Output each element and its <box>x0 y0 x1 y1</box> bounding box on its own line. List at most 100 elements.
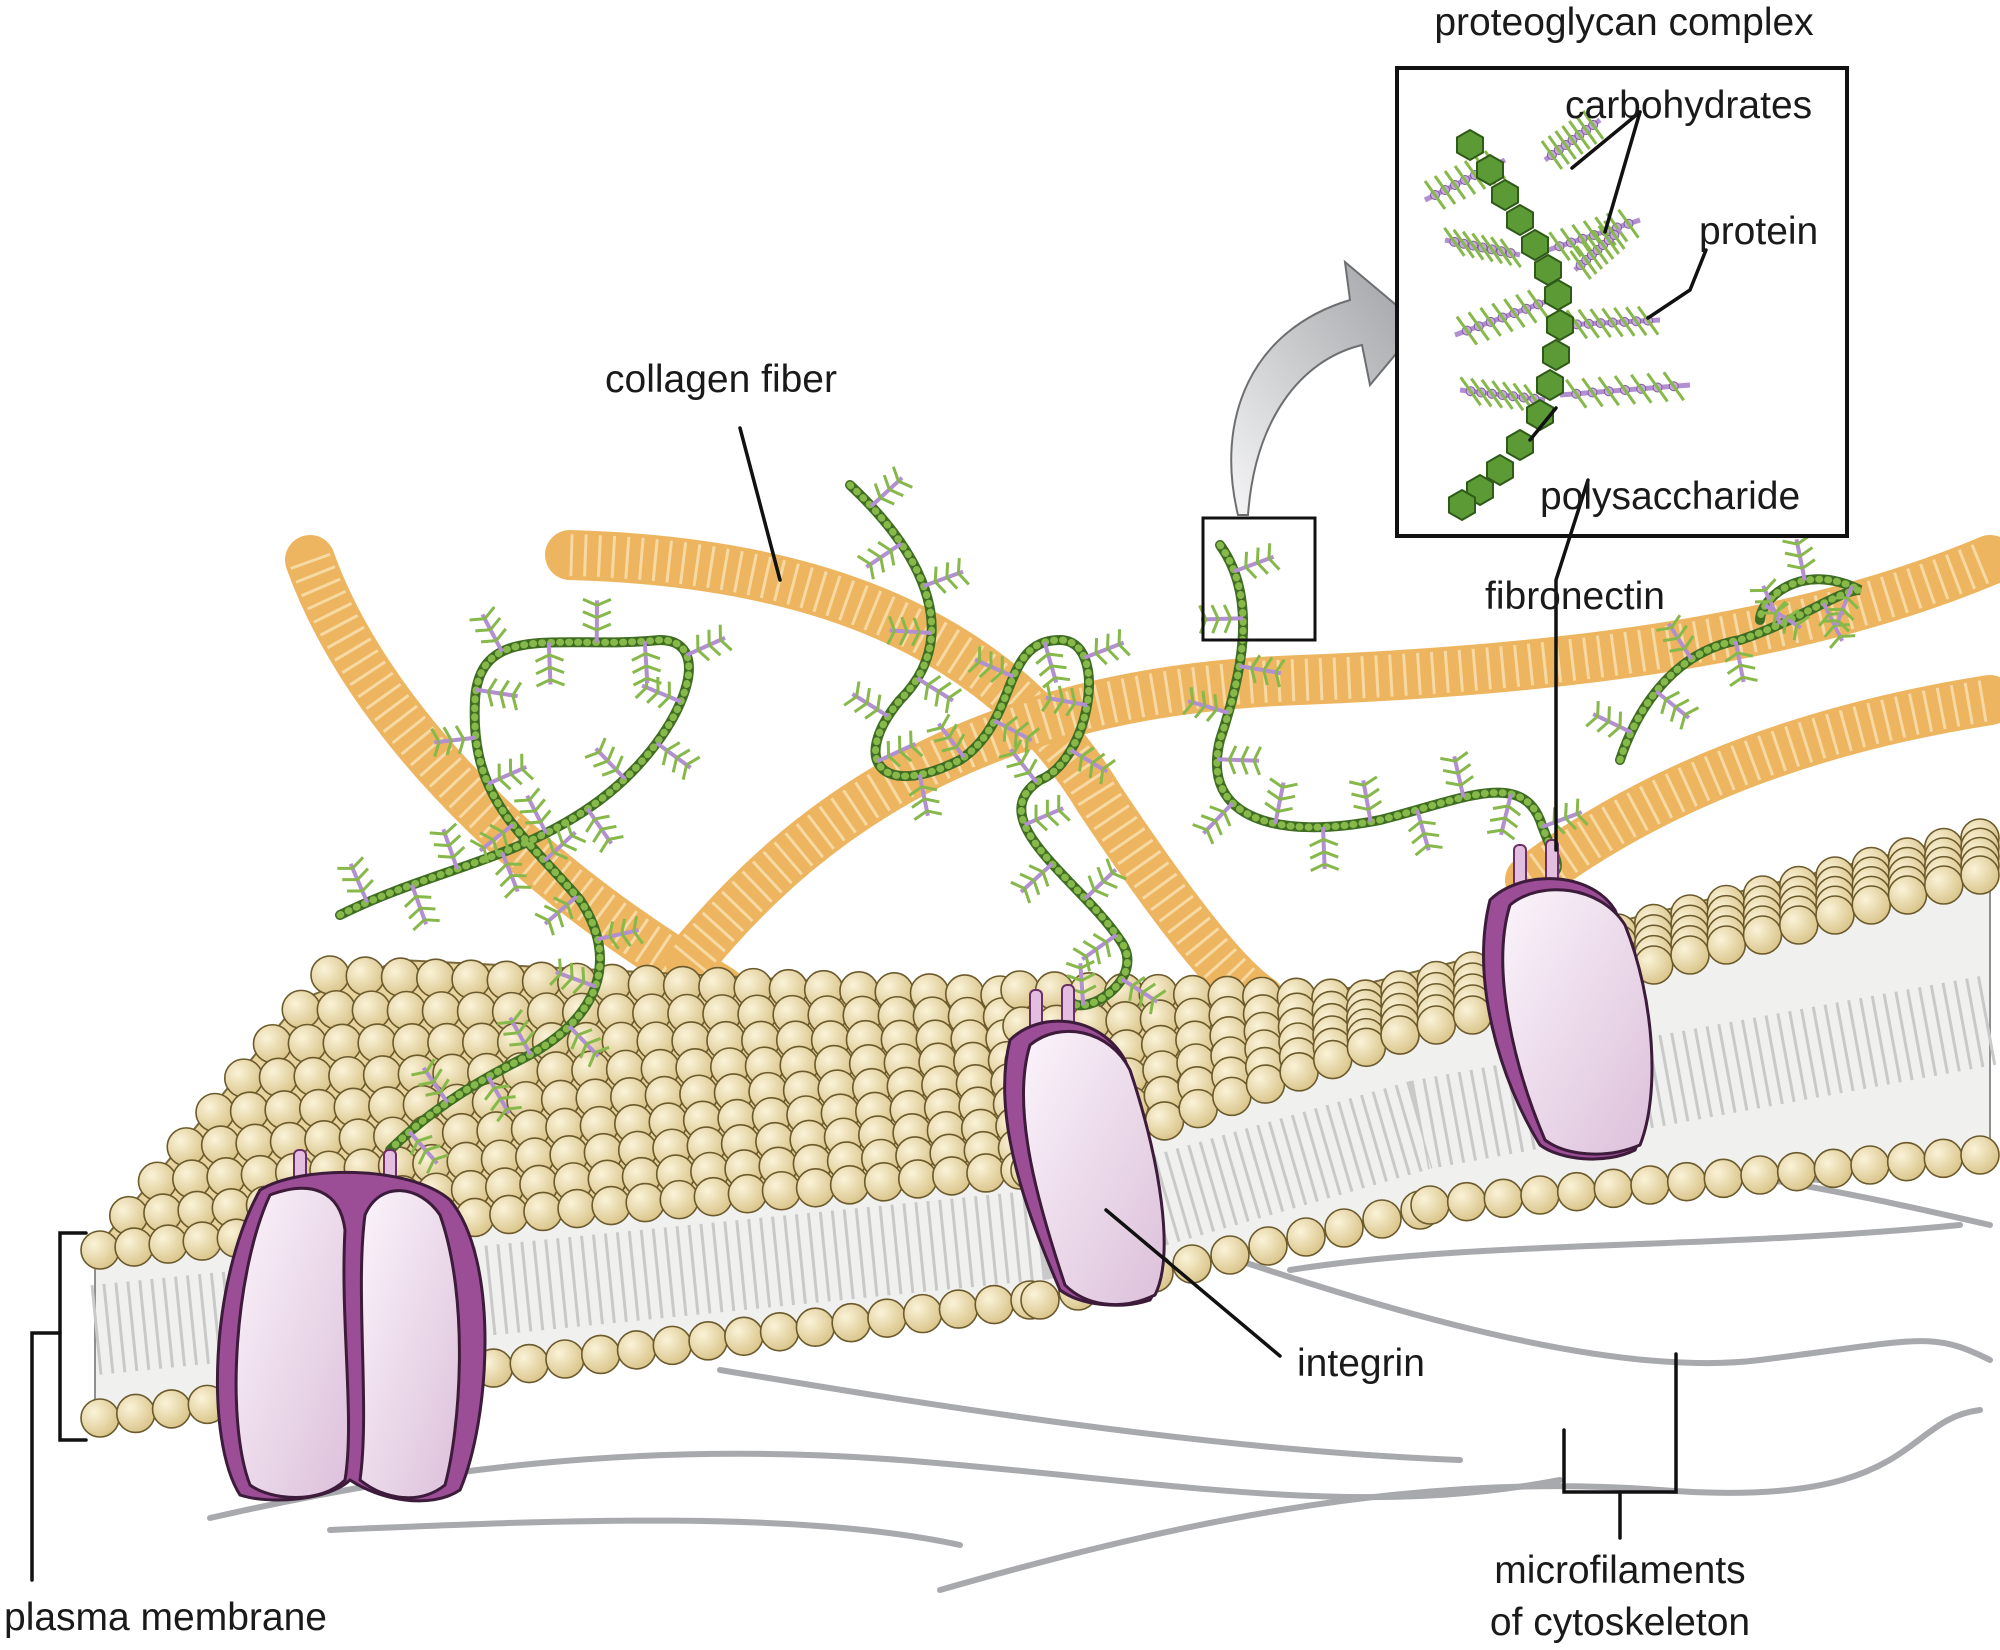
branch-twig <box>634 686 648 700</box>
branch-twig <box>1486 828 1503 834</box>
branch-twig <box>1010 880 1026 890</box>
branch-twig <box>998 751 1015 759</box>
branch-twig <box>608 835 624 841</box>
phospholipid-head <box>1446 1181 1487 1222</box>
branch-twig <box>494 1084 510 1090</box>
branch-twig <box>553 896 569 906</box>
branch-twig <box>1072 947 1088 958</box>
carbohydrate-branch <box>475 687 518 699</box>
carbohydrate-branch <box>1794 538 1807 581</box>
branch-twig <box>1106 633 1110 649</box>
branch-twig <box>1737 651 1754 658</box>
branch-twig <box>1771 611 1778 628</box>
branch-twig <box>549 678 566 687</box>
branch-twig <box>425 1058 436 1073</box>
branch-twig <box>1801 558 1816 570</box>
inset-twig <box>1578 134 1591 150</box>
branch-twig <box>1267 557 1281 571</box>
carbohydrate-branch <box>409 884 429 926</box>
branch-twig <box>1785 608 1800 620</box>
polysaccharide-unit <box>1506 428 1534 462</box>
branch-twig <box>1724 651 1739 663</box>
carbohydrate-branch <box>641 683 682 704</box>
branch-twig <box>891 466 900 482</box>
branch-twig <box>1032 879 1041 896</box>
phospholipid-head <box>1178 1088 1218 1129</box>
inset-twig <box>1501 316 1514 333</box>
branch-twig <box>1250 654 1262 669</box>
inset-twig <box>1453 241 1466 257</box>
carbohydrate-branch <box>348 862 370 904</box>
phospholipid-head <box>114 1227 154 1267</box>
branch-twig <box>1214 820 1223 836</box>
inset-twig <box>1471 244 1485 261</box>
branch-twig <box>1080 972 1096 982</box>
branch-twig <box>517 1019 530 1034</box>
inset-twig <box>1569 241 1583 258</box>
branch-twig <box>855 681 861 697</box>
branch-twig <box>1128 985 1134 1002</box>
branch-twig <box>1442 768 1459 775</box>
phospholipid-head <box>1556 1171 1597 1212</box>
branch-twig <box>361 878 374 893</box>
branch-twig <box>1099 768 1105 785</box>
carbohydrate-branch <box>1045 695 1088 708</box>
branch-twig <box>1787 563 1803 570</box>
polysaccharide-unit <box>1506 203 1534 237</box>
phospholipid-head <box>1666 1161 1707 1202</box>
branch-twig <box>1454 751 1469 763</box>
carbohydrate-branch <box>408 1130 439 1165</box>
inset-twig <box>1480 378 1494 395</box>
inset-twig <box>1571 139 1584 155</box>
carbohydrate-branch <box>993 718 1033 742</box>
branch-twig <box>585 818 596 833</box>
carbohydrate-branch <box>1200 616 1244 622</box>
branch-twig <box>882 474 891 490</box>
branch-twig <box>1440 756 1456 763</box>
branch-twig <box>425 1090 441 1097</box>
inset-twig <box>1635 320 1648 337</box>
inset-twig <box>1463 160 1477 176</box>
branch-twig <box>1223 618 1233 634</box>
branch-twig <box>556 829 565 845</box>
branch-twig <box>898 749 913 763</box>
branch-twig <box>501 831 509 848</box>
branch-twig <box>480 639 497 644</box>
phospholipid-head <box>580 1334 621 1375</box>
branch-twig <box>1252 746 1262 762</box>
carbohydrate-branch <box>421 1066 450 1104</box>
phospholipid-head <box>724 1316 764 1357</box>
branch-twig <box>417 1149 428 1165</box>
branch-twig <box>548 653 565 662</box>
branch-twig <box>1192 823 1208 832</box>
phospholipid-head <box>1410 1185 1450 1225</box>
branch-twig <box>511 1009 524 1023</box>
inset-twig <box>1596 249 1609 265</box>
inset-twig <box>1613 234 1626 250</box>
carbohydrate-branch <box>642 641 650 684</box>
inset-twig <box>1501 381 1515 398</box>
branch-twig <box>934 580 947 594</box>
branch-twig <box>585 1037 602 1046</box>
branch-twig <box>620 918 627 935</box>
branch-twig <box>351 856 365 870</box>
carbohydrate-branch <box>937 722 966 759</box>
branch-twig <box>579 1043 588 1059</box>
branch-twig <box>433 741 441 757</box>
branch-twig <box>596 622 612 632</box>
branch-twig <box>1057 685 1065 702</box>
branch-twig <box>509 1042 525 1047</box>
inset-twig <box>1640 387 1653 404</box>
branch-twig <box>499 693 506 709</box>
branch-twig <box>1784 551 1801 558</box>
branch-twig <box>582 622 598 632</box>
branch-twig <box>1102 880 1118 889</box>
branch-twig <box>418 1080 434 1087</box>
phospholipid-head <box>1248 1226 1288 1266</box>
branch-twig <box>1255 547 1260 563</box>
carbohydrate-branch <box>889 628 932 635</box>
inset-twig <box>1477 325 1490 342</box>
inset-twig <box>1536 303 1550 320</box>
inset-twig <box>1490 392 1504 409</box>
phospholipid-head <box>1362 1199 1402 1239</box>
